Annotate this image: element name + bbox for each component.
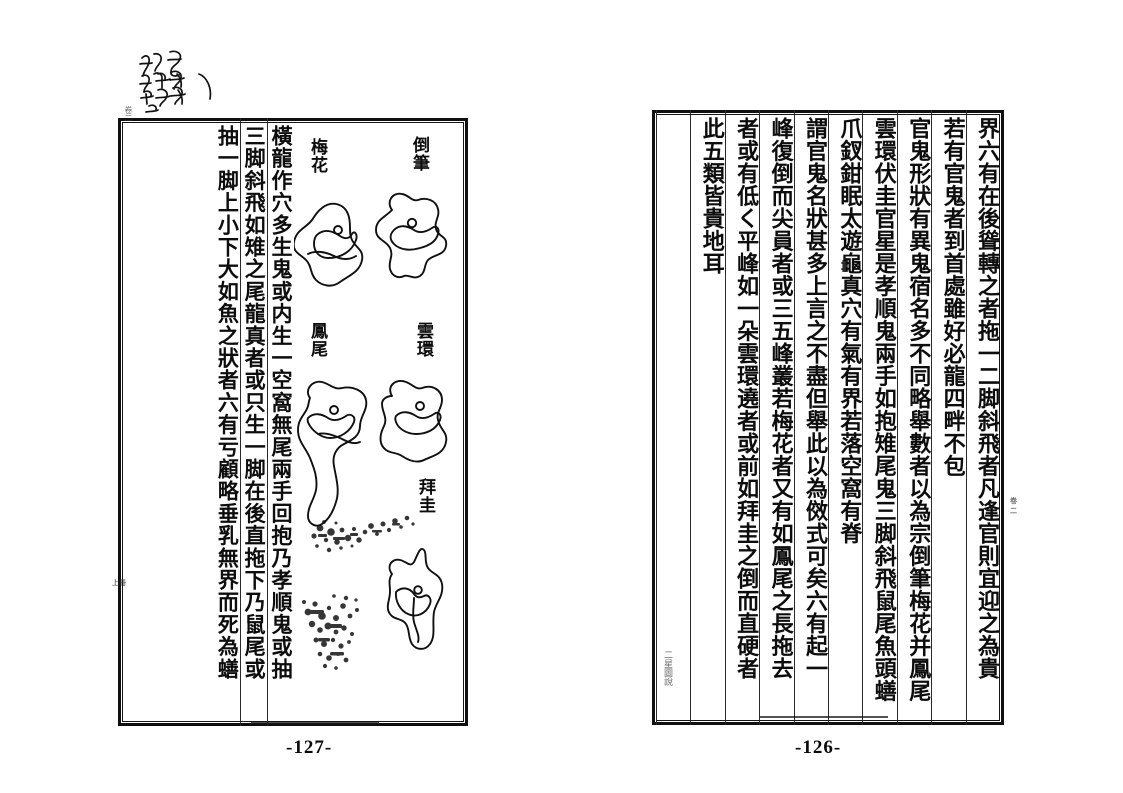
right-page-side-mark: 卷二 [1010,496,1017,515]
figure-label-daobi: 倒筆 [409,136,429,172]
figure-label-yunhuan: 雲環 [413,322,433,358]
left-page-diagram-area: 倒筆 梅花 [294,122,464,722]
left-column-3: 抽一脚上小下大如魚之狀者六有亏顧略垂乳無界而死為蟮 [215,125,241,680]
figure-meihua [294,192,382,302]
right-column-1: 界六有在後聳轉之者拖一二脚斜飛者凡逢官則宜迎之為貴 [965,110,1000,725]
left-page-number: -127- [286,737,333,758]
figure-label-baigui: 拜圭 [415,478,435,514]
right-page-number: -126- [795,737,842,758]
left-page: 卷二 上冊 橫龍作穴多生鬼或内生一空窩無尾兩手回抱乃孝順鬼或抽 三脚斜飛如雉之尾… [112,106,468,726]
right-column-2: 若有官鬼者到首處雖好必龍四畔不包 [931,110,966,725]
left-page-frame-inner [122,122,464,722]
right-page: 卷二 二星圖說 界六有在後聳轉之者拖一二脚斜飛者凡逢官則宜迎之為貴 若有官鬼者到… [652,110,1017,725]
left-page-side-mark: 上冊 [112,578,126,587]
ink-smudge-upper [300,510,430,566]
right-column-5: 爪釵鉗眠太遊龜真穴有氣有界若落空窩有脊 [827,110,862,725]
right-column-9: 此五類皆貴地耳 [690,110,725,725]
figure-label-meihua: 梅花 [307,138,327,174]
right-column-3: 官鬼形狀有異鬼宿名多不同略舉數者以為宗倒筆梅花并鳳尾 [896,110,931,725]
figure-yunhuan [368,372,460,476]
right-page-bottom-mark: 二星圖說 [662,650,672,686]
ink-smudge-lower [294,582,400,678]
figure-fengwei [294,374,388,534]
left-page-text-columns: 橫龍作穴多生鬼或内生一空窩無尾兩手回抱乃孝順鬼或抽 三脚斜飛如雉之尾龍真者或只生… [122,118,294,726]
right-page-text-columns: 界六有在後聳轉之者拖一二脚斜飛者凡逢官則宜迎之為貴 若有官鬼者到首處雖好必龍四畔… [655,110,1000,725]
right-column-4: 雲環伏圭官星是孝順鬼兩手如抱雉尾鬼三脚斜飛鼠尾魚頭蟮 [862,110,897,725]
handwritten-marginalia [132,44,252,116]
right-column-7: 峰復倒而尖員者或三五峰叢若梅花者又有如鳳尾之長拖去 [759,110,794,725]
right-column-6: 謂官鬼名狀甚多上言之不盡但舉此以為傚式可矣六有起一 [793,110,828,725]
figure-baigui [370,540,460,662]
right-column-blank [655,110,690,725]
left-column-2: 三脚斜飛如雉之尾龍真者或只生一脚在後直拖下乃鼠尾或 [240,118,267,726]
left-column-1: 橫龍作穴多生鬼或内生一空窩無尾兩手回抱乃孝順鬼或抽 [267,118,294,726]
figure-label-fengwei: 鳳尾 [307,322,327,358]
right-folio-rule [760,716,888,718]
right-column-8: 者或有低く平峰如一朵雲環遶者或前如拜圭之倒而直硬者 [724,110,759,725]
left-folio-rule [251,722,379,724]
figure-daobi [364,184,456,292]
left-page-top-corner-mark: 卷二 [124,106,133,122]
